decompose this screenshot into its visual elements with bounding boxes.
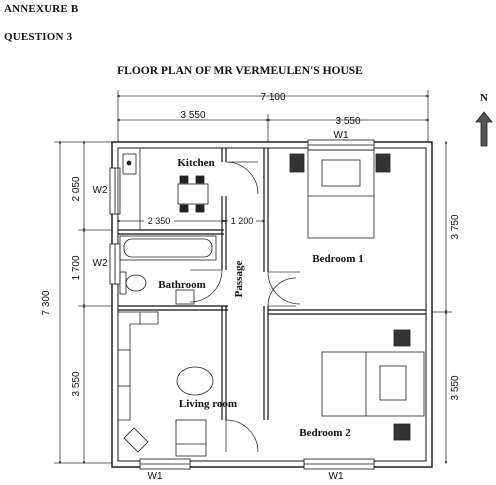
dim-passage-width: 1 200 — [231, 216, 254, 226]
room-bedroom2: Bedroom 2 — [299, 427, 351, 439]
plan-title: FLOOR PLAN OF MR VERMEULEN'S HOUSE — [117, 65, 363, 77]
doors — [189, 161, 301, 453]
dim-bedroom2-height: 3 550 — [450, 375, 461, 400]
bedside-table-icon — [393, 329, 411, 347]
window-label-bathroom: W2 — [93, 258, 108, 269]
chair-icon — [179, 175, 189, 184]
chair-icon — [179, 204, 189, 213]
north-arrow-icon — [475, 111, 493, 147]
window-label-bottom-left: W1 — [148, 471, 163, 482]
window-label-kitchen: W2 — [93, 185, 108, 196]
dim-right-width: 3 550 — [335, 116, 360, 127]
annexure-label: ANNEXURE B — [4, 3, 79, 15]
dim-total-height: 7 300 — [41, 290, 52, 315]
window-label-top: W1 — [334, 130, 349, 141]
room-bathroom: Bathroom — [158, 279, 205, 291]
room-living: Living room — [179, 398, 237, 410]
door-bathroom — [189, 269, 223, 303]
bedside-table-icon — [375, 153, 391, 173]
door-bedroom2 — [267, 277, 297, 307]
dim-total-width: 7 100 — [260, 92, 285, 103]
dimension-lines — [54, 90, 452, 465]
door-bedroom1 — [267, 271, 301, 305]
pillow-icon — [321, 159, 361, 187]
kitchen-counter — [117, 147, 141, 231]
pillow-icon — [379, 365, 407, 401]
bathroom-fixtures — [119, 235, 217, 305]
question-label: QUESTION 3 — [4, 31, 73, 43]
walls — [111, 141, 433, 468]
chair-icon — [195, 204, 205, 213]
dim-left-width: 3 550 — [180, 110, 205, 121]
dim-bathroom-width: 2 350 — [148, 216, 171, 226]
toilet-icon — [125, 274, 147, 292]
couch-icon — [117, 311, 159, 421]
room-bedroom1: Bedroom 1 — [312, 253, 363, 265]
coffee-table — [176, 366, 214, 396]
north-arrow: N — [475, 92, 493, 147]
north-label: N — [480, 92, 488, 104]
bedside-table-icon — [393, 423, 411, 441]
sink-icon — [122, 153, 137, 175]
double-bed-1 — [307, 149, 375, 239]
bedroom1-furniture — [289, 149, 391, 239]
dining-table — [177, 183, 209, 205]
living-room-furniture — [117, 311, 214, 457]
bathtub-icon — [119, 235, 217, 261]
chair-icon — [195, 175, 205, 184]
armchair-icon — [123, 427, 149, 453]
basin-icon — [175, 289, 195, 305]
dim-kitchen-height: 2 050 — [71, 176, 82, 201]
dim-bedroom1-height: 3 750 — [450, 214, 461, 239]
room-kitchen: Kitchen — [177, 157, 214, 169]
door-entrance — [225, 419, 259, 453]
dim-living-height: 3 550 — [71, 371, 82, 396]
toilet-cistern — [119, 271, 127, 295]
double-bed-2 — [321, 351, 425, 417]
bedroom2-furniture — [321, 329, 425, 441]
windows — [109, 139, 375, 470]
kitchen-fixtures — [117, 147, 209, 231]
window-label-bottom-right: W1 — [329, 471, 344, 482]
cabinet-icon — [175, 419, 207, 457]
room-passage: Passage — [233, 261, 245, 298]
dim-bathroom-height: 1 700 — [71, 255, 82, 280]
bedside-table-icon — [289, 153, 305, 173]
door-kitchen — [225, 161, 259, 195]
